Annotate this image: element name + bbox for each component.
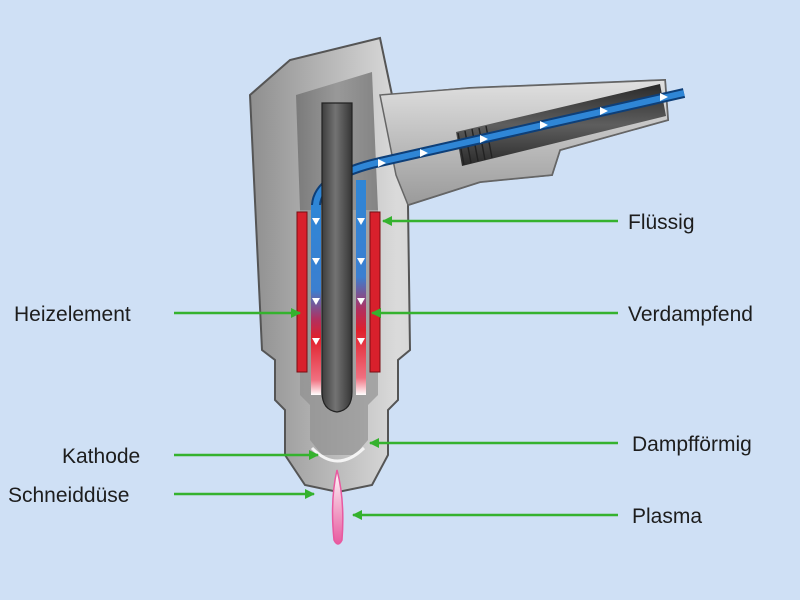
label-kathode: Kathode — [62, 445, 140, 468]
label-plasma: Plasma — [632, 505, 702, 528]
flow-channel-right — [356, 180, 366, 395]
cathode — [321, 102, 353, 413]
leader-lines — [174, 216, 618, 520]
label-fluessig: Flüssig — [628, 211, 695, 234]
heater-right — [369, 211, 381, 373]
heater-left — [296, 211, 308, 373]
flow-arrows — [312, 93, 668, 345]
heater-elements — [296, 211, 381, 373]
labels: Flüssig Heizelement Verdampfend Kathode … — [8, 211, 753, 528]
label-heizelement: Heizelement — [14, 303, 131, 326]
cathode-rod — [321, 102, 353, 413]
label-dampffoermig: Dampfförmig — [632, 433, 752, 456]
label-schneidduese: Schneiddüse — [8, 484, 129, 507]
label-verdampfend: Verdampfend — [628, 303, 753, 326]
plasma-jet — [331, 469, 344, 545]
